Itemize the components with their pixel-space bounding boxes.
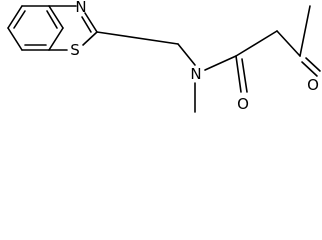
side-chain xyxy=(96,5,321,113)
bond xyxy=(7,5,23,29)
atom-n-amide: N xyxy=(190,65,201,83)
double-bond-inner xyxy=(13,10,26,29)
thiazole-ring xyxy=(48,5,98,51)
double-bond-inner xyxy=(241,58,248,93)
bond xyxy=(299,5,311,57)
double-bond-inner xyxy=(305,57,321,72)
double-bond-inner xyxy=(46,10,58,29)
bond xyxy=(235,55,242,93)
bond xyxy=(177,43,196,66)
bond xyxy=(82,31,98,46)
bond xyxy=(235,30,278,57)
bond xyxy=(7,27,23,51)
double-bond-inner xyxy=(81,16,92,33)
bond xyxy=(276,30,301,57)
bond xyxy=(48,27,64,51)
atom-labels: N S N O O xyxy=(70,0,319,113)
atom-s-thiazole: S xyxy=(70,41,80,59)
bond xyxy=(84,12,98,33)
benzene-ring xyxy=(7,5,64,51)
atom-n-thiazole: N xyxy=(75,0,86,16)
bond xyxy=(204,55,237,71)
bond xyxy=(301,61,318,77)
atom-o-amide: O xyxy=(237,95,249,113)
bond xyxy=(96,31,179,45)
structure-diagram: N S N O O xyxy=(7,0,321,113)
bond xyxy=(48,5,64,29)
atom-o-ketone: O xyxy=(307,76,319,94)
